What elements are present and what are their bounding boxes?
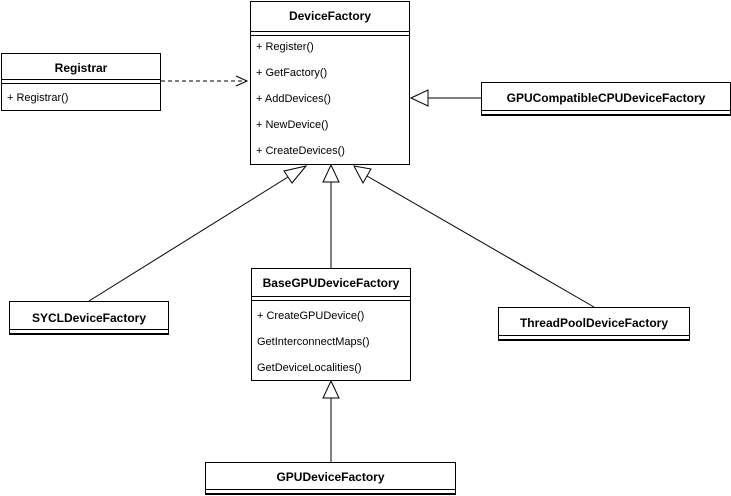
generalization-sycl-to-devicefactory — [88, 165, 308, 302]
compartment-divider — [252, 296, 410, 301]
method-getdevicelocalities: GetDeviceLocalities() — [257, 362, 362, 374]
class-gpu-device-factory: GPUDeviceFactory — [205, 462, 456, 495]
class-registrar: Registrar + Registrar() — [1, 53, 161, 111]
compartment-divider — [10, 329, 168, 334]
method-registrar: + Registrar() — [7, 92, 69, 104]
compartment-divider — [499, 335, 689, 340]
method-createdevices: + CreateDevices() — [256, 145, 345, 157]
class-name: BaseGPUDeviceFactory — [262, 276, 400, 290]
class-name: ThreadPoolDeviceFactory — [519, 316, 669, 330]
class-name: SYCLDeviceFactory — [31, 311, 147, 325]
method-adddevices: + AddDevices() — [256, 93, 331, 105]
class-thread-pool-device-factory: ThreadPoolDeviceFactory — [498, 307, 690, 341]
method-newdevice: + NewDevice() — [256, 119, 329, 131]
method-getfactory: + GetFactory() — [256, 67, 328, 79]
class-name: GPUCompatibleCPUDeviceFactory — [506, 91, 706, 105]
dependency-registrar-to-devicefactory — [161, 75, 249, 87]
class-base-gpu-device-factory: BaseGPUDeviceFactory + CreateGPUDevice()… — [251, 268, 411, 381]
method-register: + Register() — [256, 41, 314, 53]
class-name: GPUDeviceFactory — [276, 470, 385, 484]
generalization-basegpu-to-devicefactory — [322, 163, 340, 268]
compartment-divider — [2, 79, 160, 84]
class-name: DeviceFactory — [288, 9, 372, 23]
generalization-gpucompatiblecpu-to-devicefactory — [409, 89, 481, 107]
class-name: Registrar — [54, 61, 108, 75]
generalization-threadpool-to-devicefactory — [353, 165, 595, 308]
class-gpu-compatible-cpu-device-factory: GPUCompatibleCPUDeviceFactory — [481, 82, 731, 116]
class-device-factory: DeviceFactory + Register() + GetFactory(… — [250, 1, 410, 165]
generalization-gpu-to-basegpu — [322, 379, 340, 462]
compartment-divider — [206, 489, 455, 494]
compartment-divider — [482, 110, 730, 115]
compartment-divider — [251, 31, 409, 36]
method-creategpudevice: + CreateGPUDevice() — [257, 310, 365, 322]
class-sycl-device-factory: SYCLDeviceFactory — [9, 301, 169, 335]
method-getinterconnectmaps: GetInterconnectMaps() — [257, 336, 370, 348]
